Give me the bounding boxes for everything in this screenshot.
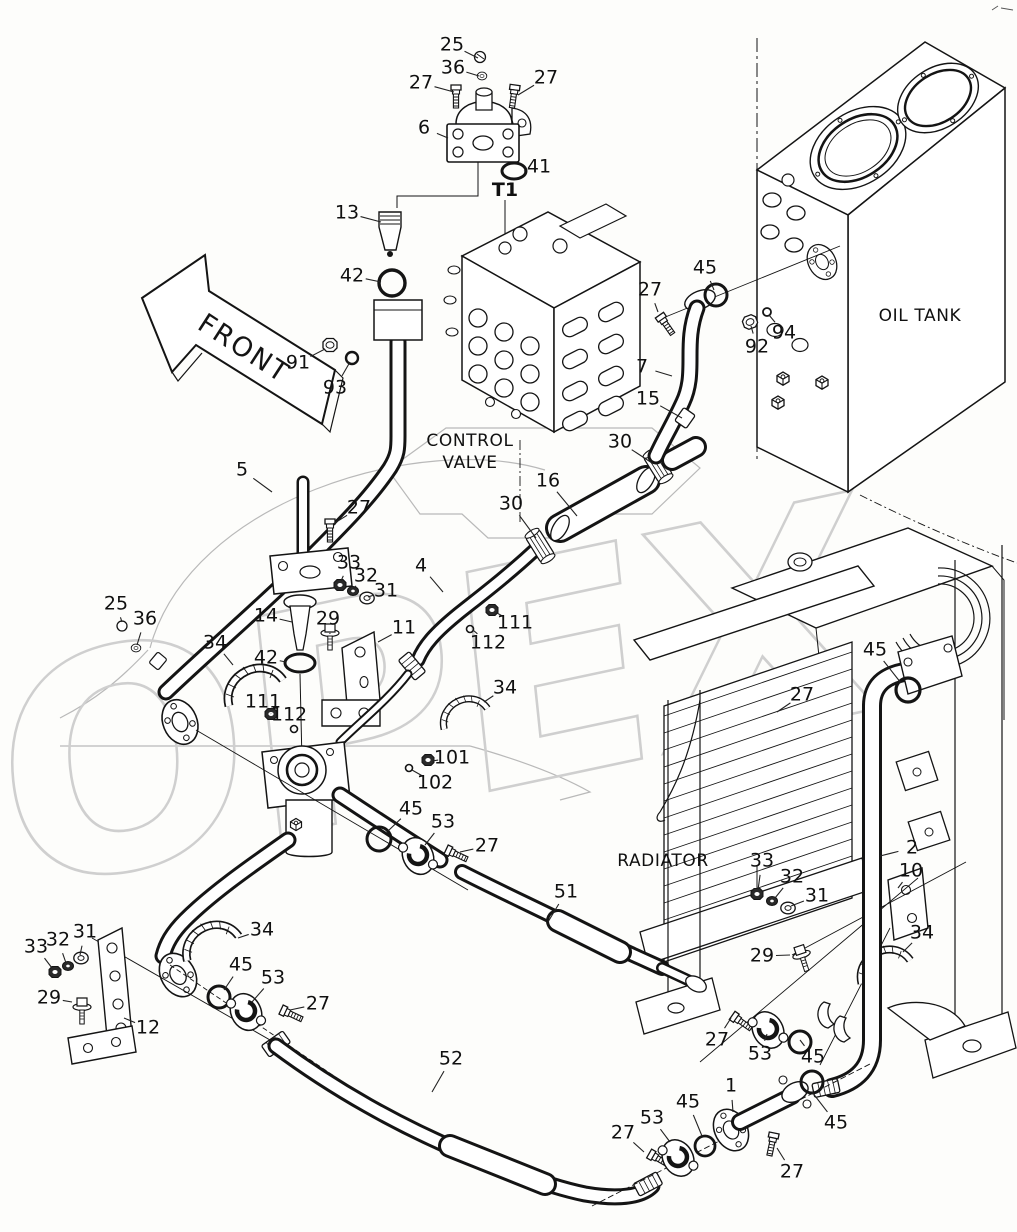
tube-1-assembly xyxy=(591,1063,871,1207)
engine-and-radiator xyxy=(632,527,1017,1079)
plug-13 xyxy=(377,211,407,298)
hose-7 xyxy=(647,282,772,465)
bracket-11 xyxy=(320,623,381,727)
pipe-2 xyxy=(728,635,963,1099)
hose-16 xyxy=(523,436,707,567)
hose-52 xyxy=(260,1030,664,1206)
center-elbow-block xyxy=(195,708,469,891)
riser-and-needle-14 xyxy=(269,475,375,763)
front-arrow: FRONT xyxy=(140,253,344,434)
pipe-4 xyxy=(335,541,544,747)
fitting-assembly-6 xyxy=(396,50,532,243)
oil-tank xyxy=(657,38,1017,564)
callout-leader-lines xyxy=(44,50,913,1161)
corner-mark xyxy=(991,5,1014,11)
control-valve xyxy=(443,203,642,522)
lower-left-pipe xyxy=(48,831,341,1081)
pipe-5 xyxy=(116,299,423,751)
